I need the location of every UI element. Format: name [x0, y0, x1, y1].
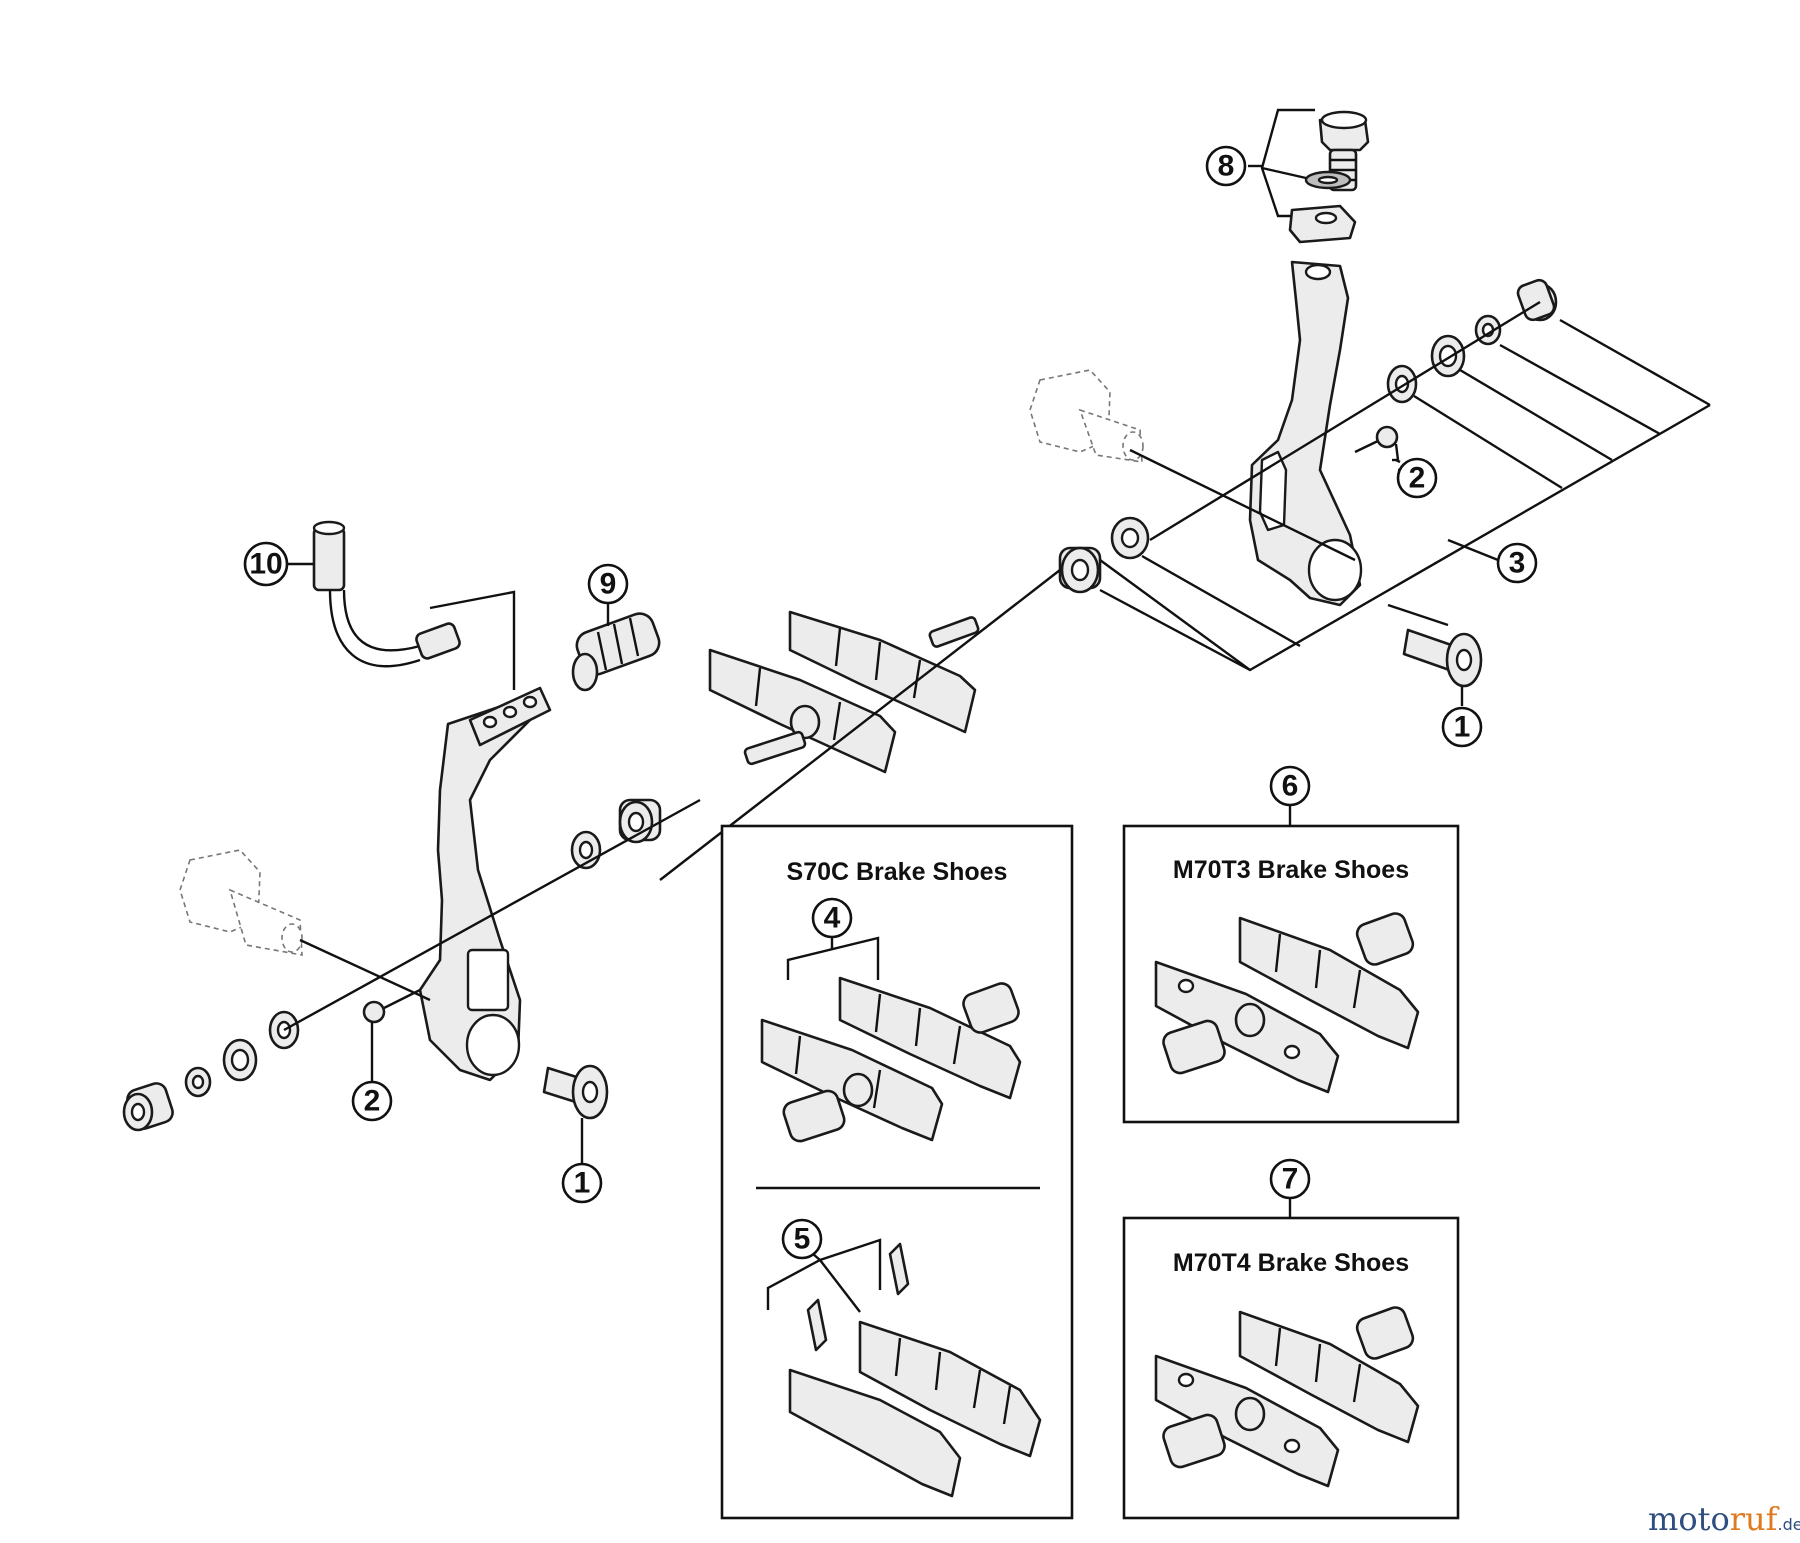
- callout-10-label: 10: [249, 548, 282, 581]
- m70t4-box: M70T4 Brake Shoes: [1122, 1216, 1460, 1520]
- m70t4-box-title: M70T4 Brake Shoes: [1173, 1249, 1409, 1277]
- callout-7[interactable]: 7: [1269, 1158, 1311, 1200]
- callout-1-left[interactable]: 1: [561, 1162, 603, 1204]
- cable-clamp: [1288, 204, 1357, 244]
- callout-9-label: 9: [600, 568, 617, 601]
- right-inner-bushings[interactable]: [1058, 516, 1150, 594]
- callout-1-left-label: 1: [574, 1167, 591, 1200]
- m70t3-shoe-pair[interactable]: [1154, 911, 1420, 1094]
- watermark-part1: moto: [1648, 1500, 1730, 1538]
- s70c-cartridge-inserts[interactable]: [788, 1242, 1042, 1498]
- s70c-shoe-pair[interactable]: [760, 976, 1022, 1144]
- callout-1-right[interactable]: 1: [1441, 706, 1483, 748]
- callout-2-right[interactable]: 2: [1396, 457, 1438, 499]
- callout-9[interactable]: 9: [587, 563, 629, 605]
- left-brake-arm-assembly: [122, 520, 701, 1132]
- callout-1-right-label: 1: [1454, 711, 1471, 744]
- watermark: motoruf.de: [1648, 1500, 1800, 1538]
- callout-8-label: 8: [1218, 150, 1235, 183]
- callout-4-label: 4: [824, 902, 841, 935]
- left-fixing-bolt[interactable]: [542, 1064, 609, 1120]
- left-frame-boss-outline: [179, 849, 303, 956]
- s70c-box-title: S70C Brake Shoes: [787, 858, 1008, 886]
- spring-adjust-screw-left[interactable]: [362, 988, 421, 1024]
- right-arm-cable-hole: [1304, 263, 1332, 281]
- s70c-box: S70C Brake Shoes: [720, 824, 1074, 1520]
- callout-5[interactable]: 5: [781, 1218, 823, 1260]
- spring-adjust-screw-right[interactable]: [1354, 425, 1399, 454]
- left-arm-pivot-bore: [465, 1013, 521, 1077]
- callout-7-label: 7: [1282, 1163, 1299, 1196]
- callout-6[interactable]: 6: [1269, 765, 1311, 807]
- watermark-part2: ruf: [1730, 1500, 1780, 1538]
- right-brake-arm-assembly: [1029, 110, 1558, 688]
- m70t4-shoe-pair[interactable]: [1154, 1305, 1420, 1488]
- callout-2-left-label: 2: [364, 1085, 381, 1118]
- lead-pipe[interactable]: [312, 520, 461, 668]
- callout-2-left[interactable]: 2: [351, 1080, 393, 1122]
- callout-5-label: 5: [794, 1223, 811, 1256]
- callout-3[interactable]: 3: [1496, 542, 1538, 584]
- callout-2-right-label: 2: [1409, 462, 1426, 495]
- right-arm-pivot-bore: [1307, 538, 1363, 602]
- spring-cover[interactable]: [571, 610, 663, 692]
- callout-8[interactable]: 8: [1205, 145, 1247, 187]
- svg-text:motoruf.de: motoruf.de: [1648, 1500, 1800, 1538]
- right-fixing-bolt[interactable]: [1402, 628, 1483, 688]
- watermark-suffix: .de: [1777, 1515, 1800, 1534]
- right-frame-boss-outline: [1029, 369, 1144, 463]
- main-brake-shoes[interactable]: [659, 569, 1061, 881]
- callout-6-label: 6: [1282, 770, 1299, 803]
- right-bushing-stack[interactable]: [1386, 278, 1558, 404]
- cable-fixing-bolt-set[interactable]: [1288, 110, 1370, 244]
- left-bushing-stack[interactable]: [122, 798, 662, 1132]
- left-arm-label-plate: [466, 948, 510, 1012]
- m70t3-box: M70T3 Brake Shoes: [1122, 824, 1460, 1124]
- leader-lines: [288, 108, 1711, 1218]
- callout-3-label: 3: [1509, 547, 1526, 580]
- m70t3-box-title: M70T3 Brake Shoes: [1173, 856, 1409, 884]
- callout-4[interactable]: 4: [811, 897, 853, 939]
- callout-10[interactable]: 10: [243, 541, 289, 587]
